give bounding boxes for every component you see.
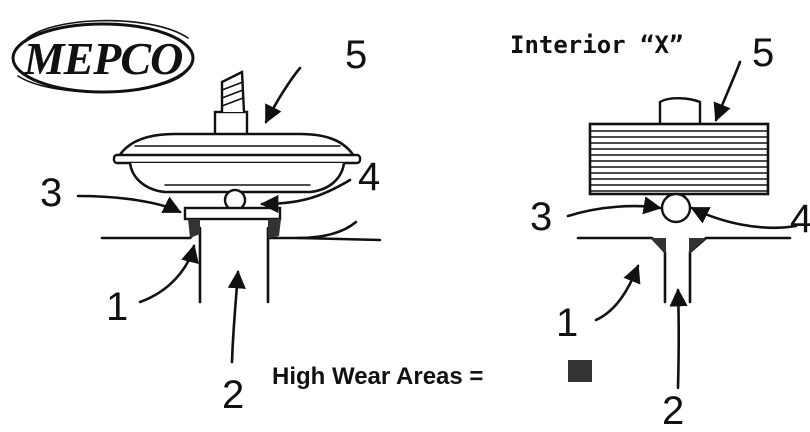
callout-3: 3 [530, 195, 552, 239]
left-valve-diagram: 5 3 4 1 2 [40, 33, 382, 417]
wear-area-left-b [268, 219, 281, 238]
arrow-3 [566, 196, 662, 218]
callout-1: 1 [106, 285, 128, 329]
arrow-4 [690, 206, 798, 230]
port-walls [576, 236, 792, 304]
check-ball [660, 192, 692, 224]
mepco-logo: MEPCO [11, 19, 195, 94]
callout-4: 4 [790, 197, 810, 241]
valve-stem [213, 70, 249, 140]
callout-1: 1 [556, 301, 578, 345]
wear-area-left-a [188, 219, 200, 238]
disc-stack [588, 122, 770, 196]
callout-2: 2 [222, 373, 244, 417]
legend: High Wear Areas = [272, 360, 592, 390]
callout-3: 3 [40, 171, 62, 215]
wear-area-right-b [689, 238, 706, 254]
arrow-5 [713, 60, 742, 122]
arrow-2 [227, 270, 246, 364]
arrow-1 [138, 244, 199, 304]
port-walls [100, 220, 382, 304]
arrow-4 [260, 178, 352, 214]
arrow-2 [669, 288, 688, 390]
callout-4: 4 [358, 155, 380, 199]
legend-swatch [568, 360, 592, 382]
interior-x-title: Interior “X” [510, 31, 683, 59]
arrow-3 [76, 194, 182, 214]
callout-5: 5 [752, 31, 774, 75]
logo-text: MEPCO [23, 33, 183, 84]
callout-5: 5 [345, 33, 367, 77]
arrow-1 [594, 264, 641, 322]
wear-area-right-a [650, 238, 666, 254]
seat-plate [183, 206, 282, 221]
valve-stem [658, 97, 702, 126]
right-valve-diagram: Interior “X” 5 3 4 1 2 [510, 31, 810, 432]
diaphragm-dome [112, 132, 362, 194]
callout-2: 2 [662, 389, 684, 432]
legend-text: High Wear Areas = [272, 363, 483, 390]
arrow-5 [264, 66, 302, 124]
